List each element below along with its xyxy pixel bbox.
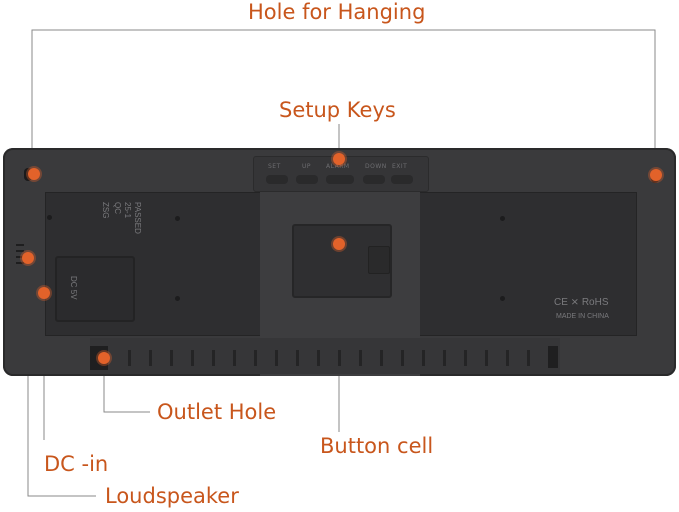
- screw-hole: [175, 296, 180, 301]
- speaker-slot: [16, 262, 24, 264]
- hole-for-hanging-label: Hole for Hanging: [248, 0, 426, 24]
- setup-keys-label: Setup Keys: [279, 98, 396, 122]
- vent-rib: [212, 350, 215, 366]
- screw-hole: [47, 215, 52, 220]
- bottom-vent-strip: [90, 338, 560, 374]
- screw-hole: [500, 216, 505, 221]
- up-key[interactable]: [296, 175, 318, 184]
- alarm-key[interactable]: [326, 175, 354, 184]
- speaker-slot: [16, 250, 24, 252]
- vent-rib: [191, 350, 194, 366]
- screw-hole: [500, 296, 505, 301]
- vent-rib: [296, 350, 299, 366]
- button-cell-label: Button cell: [320, 434, 434, 458]
- key-label-set: SET: [268, 163, 281, 170]
- made-in-mark: MADE IN CHINA: [556, 313, 609, 320]
- vent-rib: [380, 350, 383, 366]
- setup-keys-marker: [333, 153, 345, 165]
- set-key[interactable]: [266, 175, 288, 184]
- vent-rib: [317, 350, 320, 366]
- outlet-hole-marker: [98, 352, 110, 364]
- vent-rib: [149, 350, 152, 366]
- vent-rib: [527, 350, 530, 366]
- outlet-hole-label: Outlet Hole: [157, 400, 277, 424]
- dc-in-port-block: [55, 256, 135, 322]
- ce-rohs-mark: CE ⨯ RoHS: [554, 297, 609, 308]
- hanging-hole-right-marker: [650, 169, 662, 181]
- button-cell-marker: [333, 238, 345, 250]
- qc-sticker-line: ZSG: [101, 202, 110, 219]
- speaker-slot: [16, 256, 24, 258]
- dc-in-label: DC -in: [44, 452, 109, 476]
- qc-sticker-line: PASSED: [133, 202, 142, 234]
- vent-rib: [401, 350, 404, 366]
- key-label-alarm: ALARM: [326, 163, 350, 170]
- loudspeaker-marker: [22, 252, 34, 264]
- vent-rib: [338, 350, 341, 366]
- vent-rib: [506, 350, 509, 366]
- key-label-down: DOWN: [365, 163, 387, 170]
- key-label-exit: EXIT: [392, 163, 408, 170]
- vent-rib: [170, 350, 173, 366]
- vent-rib: [359, 350, 362, 366]
- vent-rib: [485, 350, 488, 366]
- exit-key[interactable]: [391, 175, 413, 184]
- dc-port-label: DC 5V: [69, 276, 78, 300]
- down-key[interactable]: [363, 175, 385, 184]
- hanging-hole-left-marker: [28, 168, 40, 180]
- qc-sticker-line: 25-1: [123, 202, 132, 219]
- vent-rib: [233, 350, 236, 366]
- vent-rib: [128, 350, 131, 366]
- vent-rib: [275, 350, 278, 366]
- speaker-slot: [16, 244, 24, 246]
- vent-rib: [254, 350, 257, 366]
- loudspeaker-label: Loudspeaker: [105, 484, 239, 508]
- key-label-up: UP: [302, 163, 312, 170]
- qc-sticker-line: QC: [113, 202, 122, 214]
- foot-notch: [548, 346, 558, 368]
- screw-hole: [175, 216, 180, 221]
- vent-rib: [443, 350, 446, 366]
- vent-rib: [464, 350, 467, 366]
- vent-rib: [422, 350, 425, 366]
- dc-in-marker: [38, 287, 50, 299]
- battery-cover-latch[interactable]: [368, 246, 390, 274]
